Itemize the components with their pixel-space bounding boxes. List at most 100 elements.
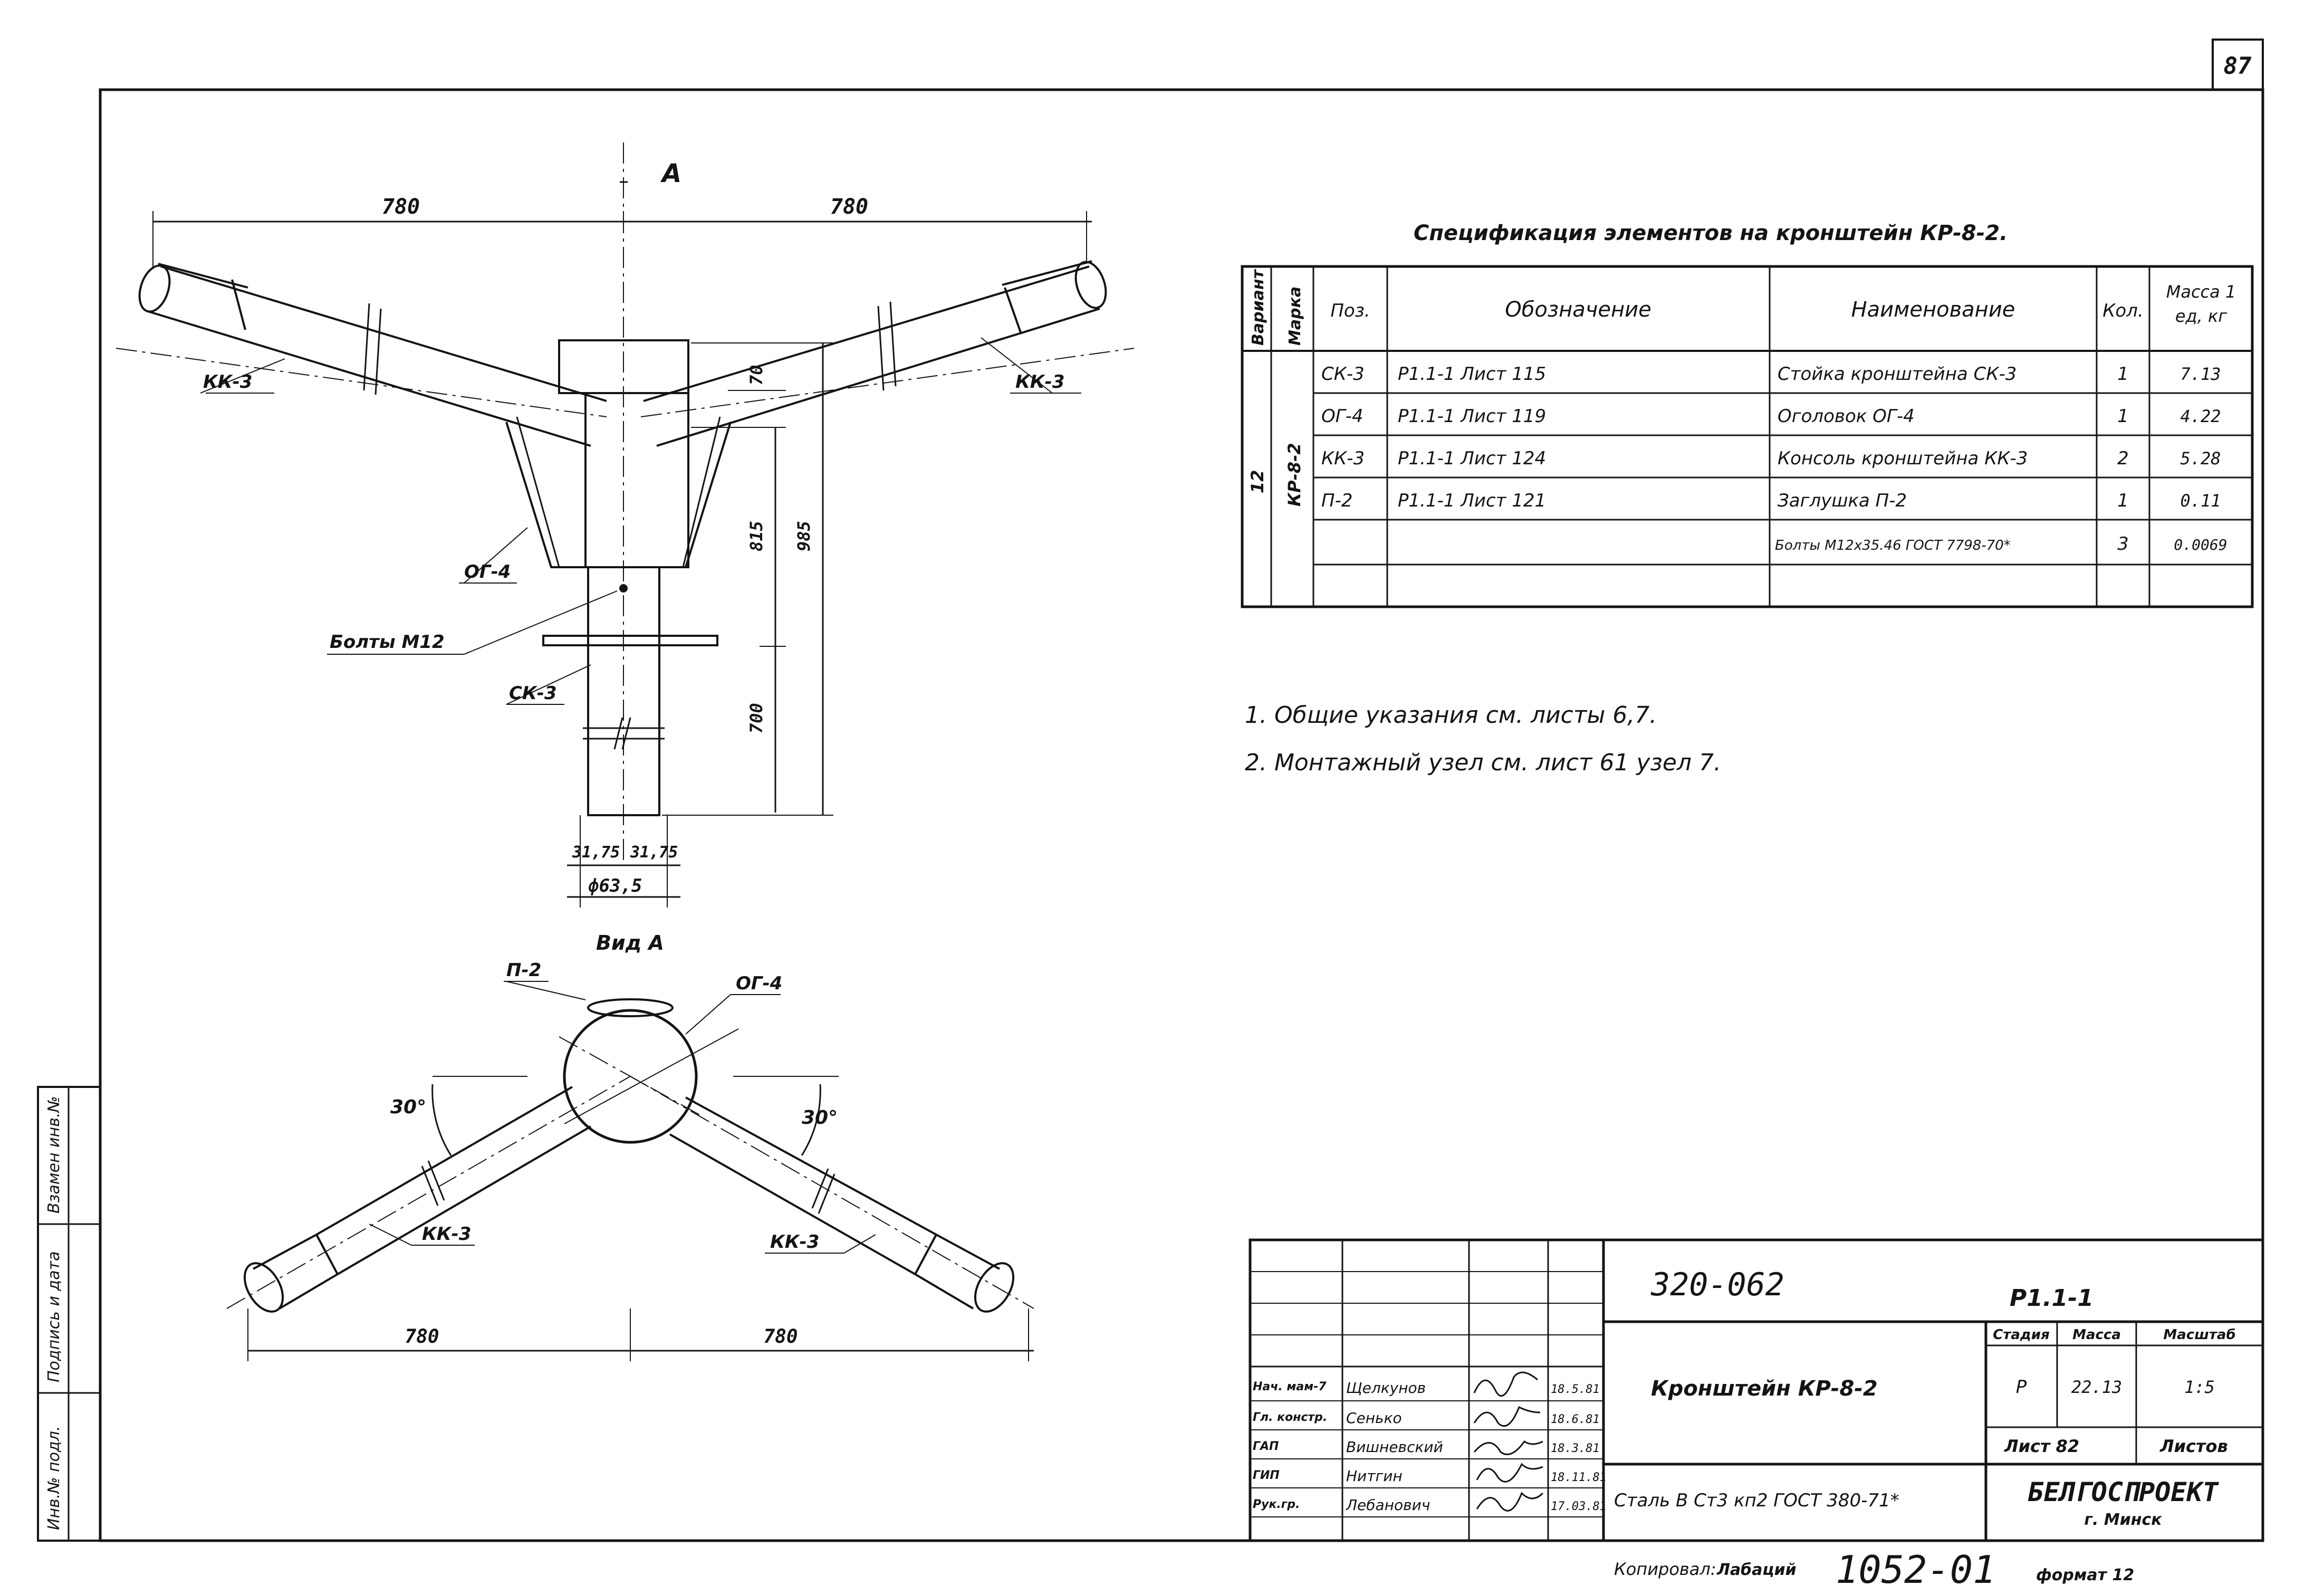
stand-break <box>583 717 665 750</box>
dim-left-780: 780 <box>382 195 420 219</box>
spec-header-designation: Обозначение <box>1505 298 1651 322</box>
title-col-scale: Масштаб <box>2163 1327 2235 1343</box>
spec-variant-value: 12 <box>1247 470 1267 493</box>
table-row: ГАП Вишневский 18.3.81 <box>1253 1438 1600 1456</box>
dim-31-75-right: 31,75 <box>630 843 678 862</box>
stamp-replace-label: Взамен инв.№ <box>45 1096 63 1214</box>
person-role: Нач. мам-7 <box>1253 1380 1327 1393</box>
spec-mark-value: КР-8-2 <box>1284 443 1304 507</box>
table-row: П-2 Р1.1-1 Лист 121 Заглушка П-2 1 0.11 <box>1321 490 2221 511</box>
title-sheet-code: Р1.1-1 <box>2010 1285 2093 1312</box>
spec-cell-name: Болты М12х35.46 ГОСТ 7798-70* <box>1775 538 2011 553</box>
dim-815: 815 <box>746 521 766 551</box>
view-a-title: Вид А <box>596 931 664 954</box>
spec-cell-designation: Р1.1-1 Лист 115 <box>1398 364 1546 385</box>
spec-cell-name: Заглушка П-2 <box>1778 490 1907 511</box>
title-block: 320-062 Р1.1-1 Кронштейн КР-8-2 Сталь В … <box>1249 1238 2264 1542</box>
view-a-angle-right: 30° <box>802 1107 838 1129</box>
title-sheet-label: Лист 82 <box>2004 1436 2079 1456</box>
person-role: ГИП <box>1253 1469 1280 1482</box>
footer-format: формат 12 <box>2036 1566 2134 1584</box>
person-role: Гл. констр. <box>1253 1411 1327 1424</box>
person-date: 18.11.81 <box>1551 1471 1607 1484</box>
label-kk3-left: КК-3 <box>203 371 252 393</box>
spec-header-pos: Поз. <box>1330 300 1370 321</box>
spec-cell-mass: 7.13 <box>2180 364 2221 384</box>
label-og4: ОГ-4 <box>464 561 511 582</box>
title-val-stage: Р <box>2016 1377 2027 1398</box>
label-bolts-m12: Болты М12 <box>330 632 445 653</box>
view-a-right-tube <box>630 1076 1034 1313</box>
spec-cell-qty: 1 <box>2117 364 2129 385</box>
stamp-signature-label: Подпись и дата <box>45 1252 63 1383</box>
view-a-label-p2: П-2 <box>506 960 541 981</box>
spec-title: Спецификация элементов на кронштейн КР-8… <box>1414 221 2008 245</box>
title-city: г. Минск <box>2084 1511 2162 1529</box>
spec-cell-mass: 0.0069 <box>2174 536 2227 553</box>
dim-700: 700 <box>746 703 766 733</box>
person-date: 18.3.81 <box>1551 1442 1600 1455</box>
note-1: 1. Общие указания см. листы 6,7. <box>1245 702 1657 729</box>
left-console-tube <box>116 263 607 447</box>
view-a-head-disk <box>563 1009 698 1144</box>
table-row: Гл. констр. Сенько 18.6.81 <box>1253 1409 1600 1427</box>
spec-cell-mass: 0.11 <box>2180 491 2221 511</box>
title-drawing-name: Кронштейн КР-8-2 <box>1651 1377 1878 1401</box>
spec-cell-pos: СК-3 <box>1321 364 1365 385</box>
person-name: Щелкунов <box>1346 1379 1426 1397</box>
title-val-scale: 1:5 <box>2184 1377 2215 1397</box>
corner-number-box <box>2212 39 2264 91</box>
view-a: Вид А <box>226 931 1034 1361</box>
signatures <box>1473 1371 1544 1512</box>
view-a-label-kk3-left: КК-3 <box>422 1224 471 1245</box>
spec-cell-pos: ОГ-4 <box>1321 406 1363 427</box>
table-row: Рук.гр. Лебанович 17.03.81 <box>1253 1496 1607 1514</box>
person-date: 17.03.81 <box>1551 1500 1607 1513</box>
spec-cell-designation: Р1.1-1 Лист 121 <box>1398 490 1546 511</box>
spec-cell-qty: 1 <box>2117 490 2129 511</box>
spec-cell-mass: 4.22 <box>2180 406 2221 426</box>
table-row: КК-3 Р1.1-1 Лист 124 Консоль кронштейна … <box>1321 448 2221 469</box>
title-col-stage: Стадия <box>1993 1327 2050 1343</box>
top-view: А 780 780 <box>116 142 1135 908</box>
view-a-plug <box>587 998 674 1017</box>
spec-cell-qty: 1 <box>2117 406 2129 427</box>
dim-diameter: ф63,5 <box>588 875 642 896</box>
spec-header-name: Наименование <box>1851 298 2015 322</box>
spec-cell-designation: Р1.1-1 Лист 119 <box>1398 406 1546 427</box>
title-val-mass: 22.13 <box>2071 1377 2122 1397</box>
title-sheets-label: Листов <box>2159 1436 2228 1456</box>
sheet-corner-number: 87 <box>2224 53 2252 80</box>
spec-cell-mass: 5.28 <box>2180 448 2221 469</box>
label-sk3: СК-3 <box>509 683 557 704</box>
spec-cell-name: Консоль кронштейна КК-3 <box>1778 448 2028 469</box>
person-name: Сенько <box>1346 1409 1402 1427</box>
view-a-label-og4: ОГ-4 <box>736 973 782 994</box>
person-name: Лебанович <box>1346 1496 1430 1514</box>
footer-number: 1052-01 <box>1836 1548 1995 1592</box>
title-material: Сталь В Ст3 кп2 ГОСТ 380-71* <box>1614 1490 1899 1511</box>
title-code: 320-062 <box>1650 1266 1784 1303</box>
note-2: 2. Монтажный узел см. лист 61 узел 7. <box>1245 749 1721 776</box>
dim-right-780: 780 <box>830 195 868 219</box>
spec-header-mass: Масса 1 ед, кг <box>2166 282 2236 326</box>
view-a-dim-left: 780 <box>405 1326 439 1348</box>
view-a-label-kk3-right: КК-3 <box>770 1231 819 1253</box>
spec-cell-pos: КК-3 <box>1321 448 1365 469</box>
spec-header-mass-wrap: Масса 1 ед, кг <box>2166 282 2236 326</box>
person-date: 18.6.81 <box>1551 1413 1600 1426</box>
spec-header-mark: Марка <box>1286 286 1304 346</box>
table-row: ГИП Нитгин 18.11.81 <box>1253 1467 1607 1485</box>
person-date: 18.5.81 <box>1551 1383 1600 1396</box>
spec-cell-name: Оголовок ОГ-4 <box>1778 406 1915 427</box>
spec-header-qty: Кол. <box>2102 300 2143 321</box>
dim-985: 985 <box>794 521 814 551</box>
view-a-angle-left: 30° <box>390 1096 426 1118</box>
person-name: Нитгин <box>1346 1467 1403 1485</box>
head-funnel <box>505 422 732 568</box>
bolt-mark <box>619 584 628 593</box>
stand-flange <box>542 635 718 646</box>
title-org: БЕЛГОСПРОЕКТ <box>2028 1477 2219 1507</box>
label-kk3-right: КК-3 <box>1015 371 1064 393</box>
